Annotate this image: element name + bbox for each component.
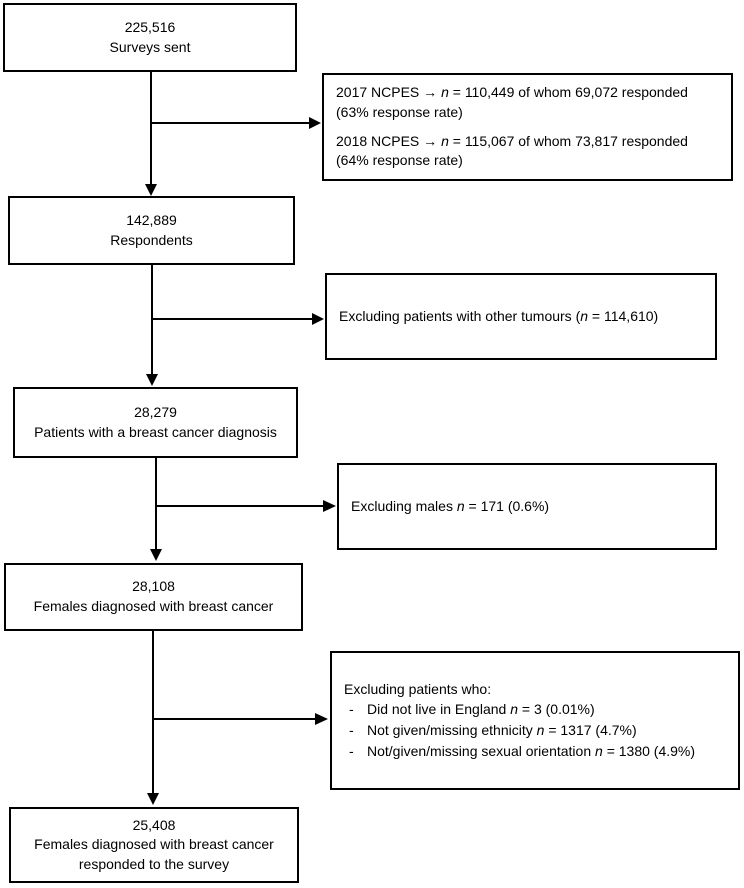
exclusion-item-sexual-orientation: - Not/given/missing sexual orientation n… [344,742,726,762]
arrowhead-right-exclusions [315,713,328,725]
respondents-count: 142,889 [126,211,177,228]
ncpes-2017-text: 2017 NCPES → n = 110,449 of whom 69,072 … [336,83,719,122]
bullet-dash: - [349,701,354,718]
text-segment: = 3 (0.01%) [518,701,595,718]
text-segment: = 1380 (4.9%) [602,742,696,759]
final-label-line1: Females diagnosed with breast cancer [34,836,274,853]
text-segment: Excluding males [351,497,457,514]
text-segment: = 110,449 of whom 69,072 responded [448,84,688,101]
text-segment: = 171 (0.6%) [464,497,550,514]
text-segment: Did not live in England [367,701,511,718]
exclusion-item-text: Did not live in England n = 3 (0.01%) [367,700,726,720]
arrowhead-down-breast [146,374,158,386]
arrowhead-down-final [147,793,159,805]
females-label: Females diagnosed with breast cancer [33,598,274,614]
final-label-line2: responded to the survey [78,855,230,872]
exclusion-item-text: Not given/missing ethnicity n = 1317 (4.… [367,721,726,741]
ncpes-2017-rate: (63% response rate) [336,103,463,120]
text-segment: Not given/missing ethnicity [367,722,537,738]
arrowhead-down-females [150,549,162,561]
text-segment: 2017 NCPES → [336,84,442,101]
bullet-dash: - [349,722,354,738]
sidebox-excluding-males: Excluding males n = 171 (0.6%) [337,463,717,550]
text-segment: Excluding patients with other tumours ( [339,307,581,324]
italic-n: n [536,722,545,738]
italic-n: n [580,307,589,324]
surveys-sent-count: 225,516 [124,18,176,35]
box-final-responders: 25,408 Females diagnosed with breast can… [9,807,299,883]
box-surveys-sent: 225,516 Surveys sent [3,3,297,72]
arrowhead-down-respondents [145,184,157,196]
text-segment: = 114,610) [588,307,659,324]
sidebox-ncpes-response: 2017 NCPES → n = 110,449 of whom 69,072 … [322,73,733,181]
sidebox-excluding-patients-who: Excluding patients who: - Did not live i… [330,651,740,790]
ncpes-2018-text: 2018 NCPES → n = 115,067 of whom 73,817 … [336,132,719,171]
sidebox-excluding-other-tumours: Excluding patients with other tumours (n… [325,273,717,360]
arrowhead-right-males [323,500,336,512]
box-females-breast-cancer: 28,108 Females diagnosed with breast can… [4,563,303,631]
bullet-dash: - [349,742,354,759]
box-breast-cancer-diagnosis: 28,279 Patients with a breast cancer dia… [13,387,298,458]
box-respondents: 142,889 Respondents [8,196,295,265]
text-segment: 2018 NCPES → [336,132,442,149]
italic-n: n [456,497,465,514]
arrowhead-right-tumours [312,313,324,325]
excluding-tumours-text: Excluding patients with other tumours (n… [339,307,703,327]
italic-n: n [441,84,449,101]
breast-cancer-count: 28,279 [134,403,177,420]
italic-n: n [510,701,518,718]
text-segment: Not/given/missing sexual orientation [367,742,596,759]
exclusion-item-england: - Did not live in England n = 3 (0.01%) [344,700,726,720]
exclusion-item-ethnicity: - Not given/missing ethnicity n = 1317 (… [344,721,726,741]
females-count: 28,108 [132,578,175,595]
ncpes-2018-rate: (64% response rate) [336,152,463,169]
exclusion-item-text: Not/given/missing sexual orientation n =… [367,742,726,762]
exclusions-heading: Excluding patients who: [344,680,492,697]
text-segment: = 1317 (4.7%) [544,722,637,738]
excluding-males-text: Excluding males n = 171 (0.6%) [351,497,703,517]
breast-cancer-label: Patients with a breast cancer diagnosis [34,423,277,440]
arrowhead-right-ncpes [309,117,321,129]
italic-n: n [441,132,449,149]
text-segment: = 115,067 of whom 73,817 responded [448,132,688,149]
surveys-sent-label: Surveys sent [109,38,191,55]
respondents-label: Respondents [110,231,193,248]
final-count: 25,408 [132,816,176,833]
italic-n: n [595,742,603,759]
